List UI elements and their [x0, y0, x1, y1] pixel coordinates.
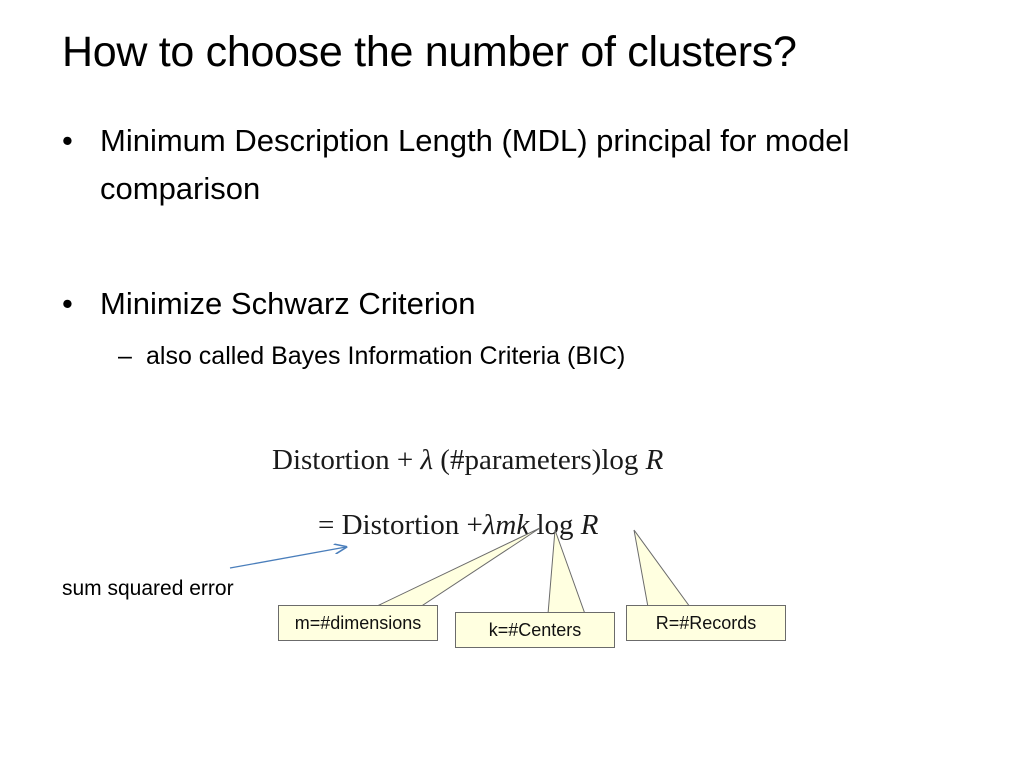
formula-params: (#parameters) — [440, 444, 602, 476]
sub-bullet-marker: – — [118, 342, 132, 370]
bullet-marker: • — [62, 123, 73, 158]
formula-log: log — [601, 444, 639, 476]
annotation-arrow — [229, 547, 346, 569]
callout-pointer-k — [547, 529, 586, 615]
callout-r-records: R=#Records — [626, 605, 786, 641]
bullet-schwarz: • Minimize Schwarz Criterion — [62, 280, 942, 330]
slide-title: How to choose the number of clusters? — [62, 28, 797, 76]
formula-plus: + — [396, 444, 414, 476]
formula-equals: = — [318, 509, 335, 541]
bullet-marker: • — [62, 286, 73, 321]
formula-line-2: = Distortion +λmk log R — [318, 508, 599, 542]
sub-bullet-text: also called Bayes Information Criteria (… — [146, 342, 626, 370]
formula-lambda-mk: λmk — [482, 509, 530, 541]
bullet-text: Minimum Description Length (MDL) princip… — [100, 123, 850, 206]
formula-lambda: λ — [420, 444, 434, 476]
callout-k-centers: k=#Centers — [455, 612, 615, 648]
bullet-mdl: • Minimum Description Length (MDL) princ… — [62, 117, 942, 217]
formula-r: R — [645, 444, 664, 476]
callout-m-dimensions: m=#dimensions — [278, 605, 438, 641]
callout-pointer-r — [633, 529, 691, 608]
bullet-text: Minimize Schwarz Criterion — [100, 286, 476, 321]
callout-pointer-m — [374, 527, 541, 608]
formula-term: Distortion — [272, 444, 390, 476]
annotation-sum-squared-error: sum squared error — [62, 577, 234, 600]
formula-plus: + — [466, 509, 483, 541]
formula-line-1: Distortion + λ (#parameters)log R — [272, 443, 663, 477]
formula-r: R — [580, 509, 599, 541]
formula-term: Distortion — [341, 509, 460, 541]
